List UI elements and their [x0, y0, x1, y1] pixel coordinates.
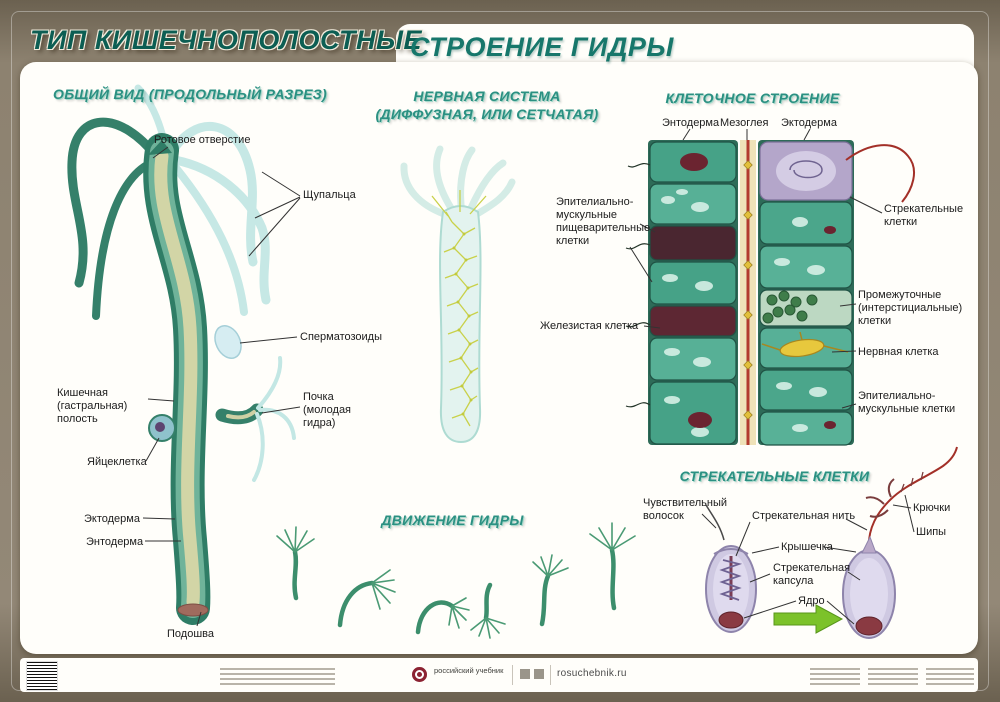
label-epithelial-muscular-cells: Эпителиально-мускульные клетки	[858, 390, 956, 415]
endoderm-column	[648, 140, 738, 445]
label-ectoderm: Эктодерма	[84, 513, 140, 525]
endoderm-vacuoles	[661, 189, 713, 437]
label-mouth-opening: Ротовое отверстие	[154, 134, 251, 146]
label-leader-lines	[142, 128, 915, 627]
nerve-net-nodes	[452, 232, 473, 416]
footer-bar: российский учебник rosuchebnik.ru	[20, 658, 978, 692]
nervous-system-illustration	[400, 145, 516, 444]
label-spermatozoa: Сперматозоиды	[300, 331, 382, 343]
interstitial-cells	[762, 290, 818, 324]
bud-shape	[215, 356, 296, 482]
general-view-heading: ОБЩИЙ ВИД (ПРОДОЛЬНЫЙ РАЗРЕЗ)	[53, 86, 327, 102]
ectoderm-stinging-cell	[776, 144, 916, 203]
imprint-text-block	[868, 665, 918, 688]
nervous-system-heading-line2: (ДИФФУЗНАЯ, ИЛИ СЕТЧАТАЯ)	[375, 106, 599, 122]
sole-shape	[177, 603, 209, 617]
label-epithelial-digestive-cells: Эпителиально-мускульные пищеварительные …	[556, 196, 651, 247]
mouth-opening-shape	[148, 140, 172, 155]
label-glandular-cell: Железистая клетка	[540, 320, 639, 332]
column-header-mesoglea: Мезоглея	[720, 117, 769, 129]
imprint-text-block	[220, 665, 335, 688]
nerve-net	[431, 190, 487, 427]
label-stinging-capsule: Стрекательная капсула	[773, 562, 851, 587]
imprint-text-block	[810, 665, 860, 688]
mesoglea-strip	[740, 140, 756, 445]
stinging-cell-resting	[705, 504, 757, 633]
tentacles-dark	[67, 117, 161, 320]
partner-logo-icon	[520, 669, 530, 679]
label-spines: Шипы	[916, 526, 947, 538]
poster-subtitle: СТРОЕНИЕ ГИДРЫ	[410, 32, 674, 62]
hydra-longitudinal-section-illustration	[67, 84, 296, 625]
testis-shape	[214, 325, 242, 359]
hydra-body	[143, 133, 211, 625]
nervous-system-heading-line1: НЕРВНАЯ СИСТЕМА	[413, 88, 561, 104]
publisher-logo-icon	[412, 667, 427, 682]
flagella	[625, 163, 651, 408]
discharge-arrow-icon	[773, 604, 844, 634]
column-header-endoderm: Энтодерма	[662, 117, 720, 129]
stinging-cells-illustration	[705, 446, 958, 639]
stinging-cells-heading: СТРЕКАТЕЛЬНЫЕ КЛЕТКИ	[679, 468, 870, 484]
label-gastral-cavity: Кишечная (гастральная) полость	[57, 387, 128, 425]
nervous-hydra-body	[439, 205, 482, 444]
endoderm-inclusions	[680, 153, 712, 428]
label-sole: Подошва	[167, 628, 214, 640]
label-tentacles: Щупальца	[303, 189, 356, 201]
label-endoderm: Энтодерма	[86, 536, 144, 548]
ectoderm-inclusions	[824, 226, 836, 429]
label-hooks: Крючки	[913, 502, 951, 514]
movement-bodies	[292, 547, 617, 635]
cellular-structure-heading: КЛЕТОЧНОЕ СТРОЕНИЕ	[665, 90, 840, 106]
label-nucleus: Ядро	[798, 595, 825, 607]
nervous-hydra-tentacles	[400, 145, 516, 218]
cell-structure-illustration	[625, 140, 916, 446]
ectoderm-column	[758, 140, 854, 446]
spines-shape	[900, 471, 924, 493]
hooks-shape	[865, 478, 895, 518]
publisher-name: российский учебник	[434, 666, 504, 675]
label-stinging-cells: Стрекательные клетки	[884, 203, 964, 228]
movement-heading: ДВИЖЕНИЕ ГИДРЫ	[381, 512, 524, 528]
label-nerve-cell: Нервная клетка	[858, 346, 939, 358]
partner-logo-icon	[534, 669, 544, 679]
egg-cell-shape	[148, 414, 176, 442]
imprint-text-block	[926, 665, 974, 688]
footer-divider	[512, 665, 513, 685]
label-sensitive-hair: Чувствительный волосок	[643, 497, 728, 522]
publisher-website: rosuchebnik.ru	[557, 668, 627, 679]
label-lid: Крышечка	[781, 541, 833, 553]
label-bud: Почка (молодая гидра)	[303, 391, 352, 429]
label-stinging-thread: Стрекательная нить	[752, 510, 856, 522]
poster-title: ТИП КИШЕЧНОПОЛОСТНЫЕ	[30, 25, 422, 55]
stinging-cell-discharged	[842, 446, 958, 639]
label-interstitial-cells: Промежуточные (интерстициальные) клетки	[858, 289, 963, 327]
tentacles-cyan	[134, 84, 271, 316]
label-egg-cell: Яйцеклетка	[87, 456, 147, 468]
ectoderm-vacuoles	[774, 217, 827, 432]
column-header-ectoderm: Эктодерма	[781, 117, 837, 129]
hydra-movement-illustration	[276, 522, 636, 639]
movement-tentacles	[276, 522, 636, 639]
footer-divider	[550, 665, 551, 685]
barcode	[26, 661, 58, 691]
